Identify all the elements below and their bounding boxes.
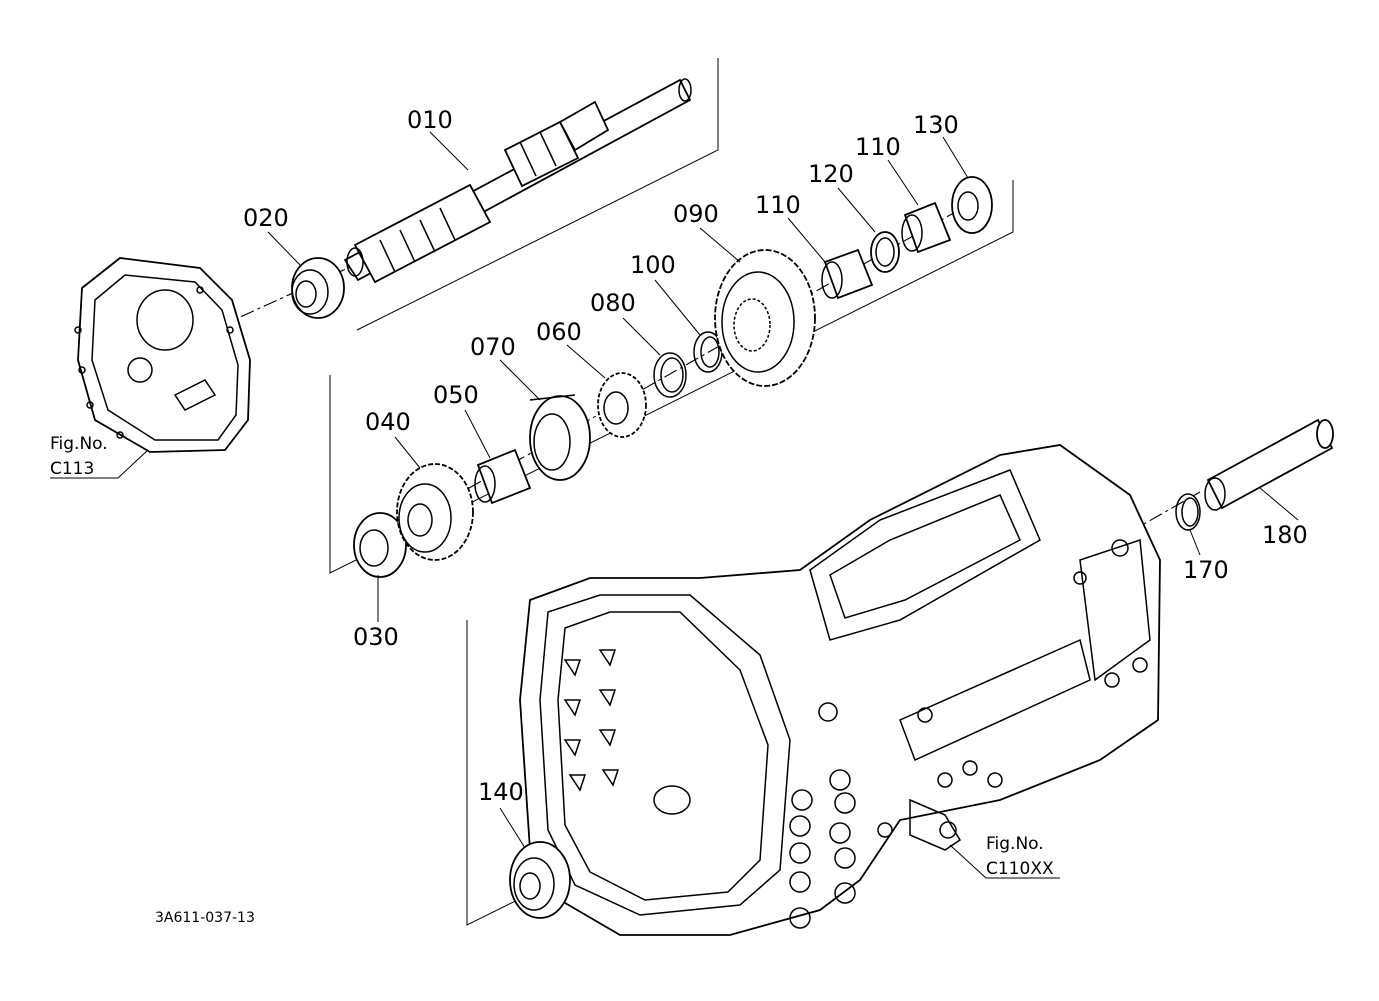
shifter-070 — [529, 394, 591, 481]
part-label: 050 — [433, 381, 479, 409]
fig-ref-title: Fig.No. — [986, 834, 1044, 854]
part-label: 110 — [755, 191, 801, 219]
part-label: 090 — [673, 200, 719, 228]
fig-ref-c110xx[interactable]: Fig.No. C110XX — [986, 834, 1054, 879]
snap-ring-170 — [1175, 493, 1201, 531]
leader-lines — [50, 131, 1299, 879]
diagram-code: 3A611-037-13 — [155, 910, 255, 926]
part-label: 010 — [407, 106, 453, 134]
part-label: 140 — [478, 778, 524, 806]
part-label: 120 — [808, 160, 854, 188]
fig-ref-code[interactable]: C113 — [50, 459, 94, 479]
bearing-050 — [474, 448, 532, 505]
bearing-110-b — [901, 201, 952, 254]
washer-130 — [951, 176, 993, 234]
part-label: 180 — [1262, 521, 1308, 549]
part-label: 110 — [855, 133, 901, 161]
snap-ring-080 — [653, 352, 687, 398]
part-label: 070 — [470, 333, 516, 361]
fig-ref-title: Fig.No. — [50, 434, 108, 454]
part-label: 100 — [630, 251, 676, 279]
bearing-110-a — [821, 248, 874, 300]
gear-040 — [396, 463, 474, 561]
part-label: 020 — [243, 204, 289, 232]
ring-120 — [870, 231, 900, 273]
case-boss-column — [789, 769, 856, 929]
sleeve-180 — [1204, 418, 1334, 511]
bearing-140 — [509, 841, 571, 919]
part-label: 170 — [1183, 556, 1229, 584]
gear-case-cover — [74, 257, 251, 453]
hub-060 — [597, 372, 647, 438]
gear-090 — [714, 249, 816, 387]
part-label: 080 — [590, 289, 636, 317]
fig-ref-code[interactable]: C110XX — [986, 859, 1054, 879]
part-label: 030 — [353, 623, 399, 651]
fig-ref-c113[interactable]: Fig.No. C113 — [50, 434, 108, 479]
part-label: 060 — [536, 318, 582, 346]
transmission-case — [519, 444, 1161, 936]
part-labels: 010 020 030 040 050 060 070 080 090 100 … — [243, 106, 1308, 806]
main-shaft — [343, 78, 692, 284]
part-label: 130 — [913, 111, 959, 139]
bearing-020 — [291, 257, 345, 319]
collar-030 — [353, 512, 407, 578]
part-label: 040 — [365, 408, 411, 436]
